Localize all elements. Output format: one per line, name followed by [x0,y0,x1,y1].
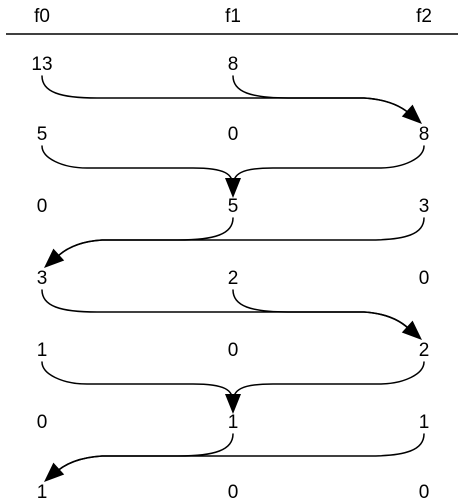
value-r0-c1: 8 [228,54,239,75]
column-header-f1: f1 [225,6,241,27]
value-r6-c2: 0 [419,482,430,503]
value-r6-c0: 1 [37,482,48,503]
value-r3-c0: 3 [37,268,48,289]
merge-1-connector-0 [41,145,234,187]
merge-3-connector-1 [232,289,413,333]
merge-3-arrowhead [401,320,422,340]
value-r1-c1: 0 [228,124,239,145]
value-r1-c0: 5 [37,124,48,145]
merge-5-arrowhead [44,462,65,482]
value-r5-c2: 1 [419,412,430,433]
column-header-f2: f2 [416,6,432,27]
value-r2-c1: 5 [228,196,239,217]
merge-1-arrowhead [225,178,241,198]
merge-2-connector-1 [53,217,234,261]
value-r4-c1: 0 [228,340,239,361]
merge-5-connector-0 [53,433,425,475]
value-r3-c1: 2 [228,268,239,289]
value-r0-c0: 13 [31,54,52,75]
merge-2-arrowhead [44,248,65,268]
column-header-f0: f0 [34,6,50,27]
value-r4-c0: 1 [37,340,48,361]
merge-0-arrowhead [401,104,422,124]
merge-0-connector-0 [41,75,413,117]
value-grid: 13 8 5 0 8 0 5 3 3 2 0 1 0 2 0 1 1 1 0 0 [31,54,429,503]
value-r1-c2: 8 [419,124,430,145]
merge-4-connector-1 [232,361,425,403]
merge-0-connector-1 [232,75,413,117]
value-r3-c2: 0 [419,268,430,289]
value-r2-c2: 3 [419,196,430,217]
connectors [41,75,425,482]
merge-2-connector-0 [53,217,425,261]
value-r5-c1: 1 [228,412,239,433]
merge-5-connector-1 [53,433,234,475]
merge-3-connector-0 [41,289,413,333]
value-r2-c0: 0 [37,196,48,217]
header: f0 f1 f2 [6,6,458,35]
merge-4-connector-0 [41,361,234,403]
value-r5-c0: 0 [37,412,48,433]
merge-4-arrowhead [225,394,241,414]
merge-1-connector-1 [232,145,425,187]
value-r4-c2: 2 [419,340,430,361]
value-r6-c1: 0 [228,482,239,503]
